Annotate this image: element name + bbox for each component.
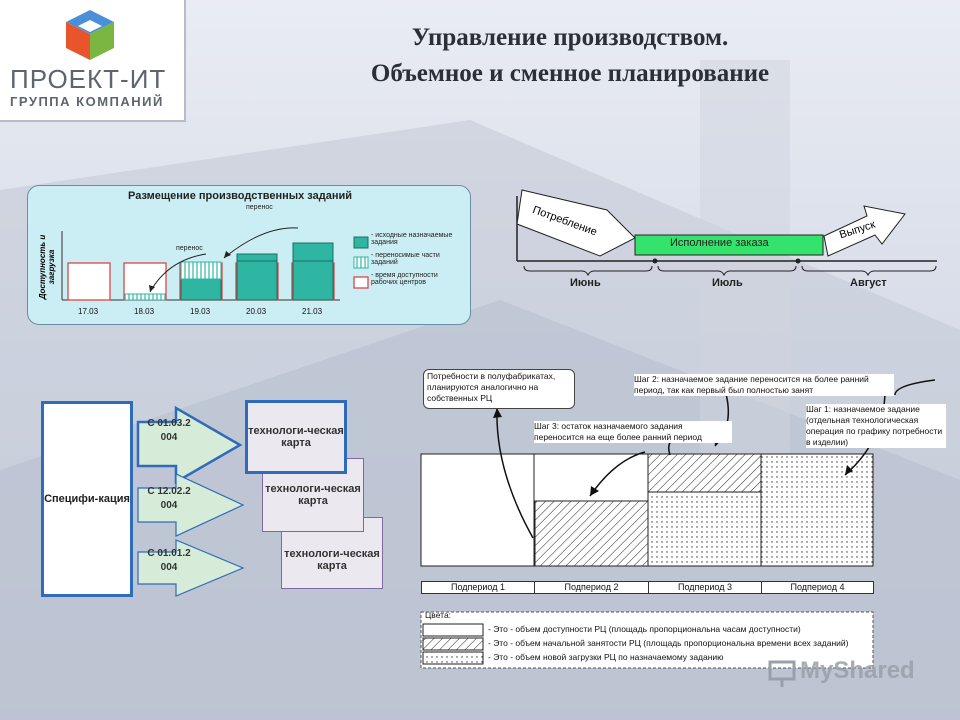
subperiod-label: Подпериод 3 <box>648 581 762 594</box>
date-label: 19.03 <box>190 307 211 316</box>
specification-box: Специфи-кация <box>41 401 133 597</box>
cube-logo-icon <box>66 10 114 60</box>
tech-card-1: технологи-ческая карта <box>245 400 347 474</box>
step3-label: Шаг 3: остаток назначаемого задания пере… <box>534 421 732 443</box>
legend-initial-load: - Это - объем начальной занятости РЦ (пл… <box>488 638 849 648</box>
date-label: 18.03 <box>134 307 155 316</box>
date-label: 17.03 <box>78 307 99 316</box>
placement-chart-title: Размещение производственных заданий <box>128 190 353 202</box>
presentation-icon <box>768 660 796 687</box>
logo-name: ПРОЕКТ-ИТ <box>10 64 167 94</box>
order-timeline <box>516 189 937 276</box>
placement-chart-graphic <box>61 227 369 301</box>
tech-card-label: технологи-ческая карта <box>248 425 344 449</box>
company-logo: ПРОЕКТ-ИТ ГРУППА КОМПАНИЙ <box>0 0 186 122</box>
semifinished-note: Потребности в полуфабрикатах, планируютс… <box>423 369 575 409</box>
step1-label: Шаг 1: назначаемое задание (отдельная те… <box>806 404 946 448</box>
legend-item-transferred: - переносимые части заданий <box>371 252 440 266</box>
legend-item-availability: - время доступности рабочих центров <box>371 272 438 286</box>
arrow-date-label: С 01.01.2 004 <box>147 548 191 573</box>
tech-card-label: технологи-ческая карта <box>265 483 361 507</box>
placement-chart-panel: Размещение производственных заданий Дост… <box>27 185 471 325</box>
tech-card-label: технологи-ческая карта <box>284 548 380 572</box>
watermark: MyShared <box>800 657 915 684</box>
subperiod-label: Подпериод 4 <box>761 581 874 594</box>
arrow-date-label: С 01.03.2 004 <box>147 418 191 443</box>
specification-label: Специфи-кация <box>44 493 130 505</box>
month-label: Июнь <box>570 277 601 289</box>
title-line-2: Объемное и сменное планирование <box>370 60 770 87</box>
date-label: 20.03 <box>246 307 267 316</box>
month-label: Июль <box>712 277 743 289</box>
date-label: 21.03 <box>302 307 323 316</box>
legend-new-load: - Это - объем новой загрузки РЦ по назна… <box>488 652 724 662</box>
month-label: Август <box>850 277 887 289</box>
legend-availability: - Это - объем доступности РЦ (площадь пр… <box>488 624 801 634</box>
arrow-date-label: С 12.02.2 004 <box>147 486 191 511</box>
subperiod-label: Подпериод 2 <box>534 581 649 594</box>
steps-diagram <box>420 379 935 669</box>
spec-arrows <box>136 405 245 597</box>
subperiod-label: Подпериод 1 <box>421 581 535 594</box>
title-line-1: Управление производством. <box>411 24 729 51</box>
page-title: Управление производством. Объемное и сме… <box>200 20 940 92</box>
transfer-label-2: перенос <box>176 245 203 252</box>
step2-label: Шаг 2: назначаемое задание переносится н… <box>634 374 894 396</box>
logo-subtitle: ГРУППА КОМПАНИЙ <box>10 94 164 109</box>
execution-label: Исполнение заказа <box>670 237 769 249</box>
legend-item-initial: - исходные назначаемые задания <box>371 232 453 246</box>
transfer-label-1: перенос <box>246 204 273 211</box>
colors-title: Цвета: <box>425 610 452 620</box>
